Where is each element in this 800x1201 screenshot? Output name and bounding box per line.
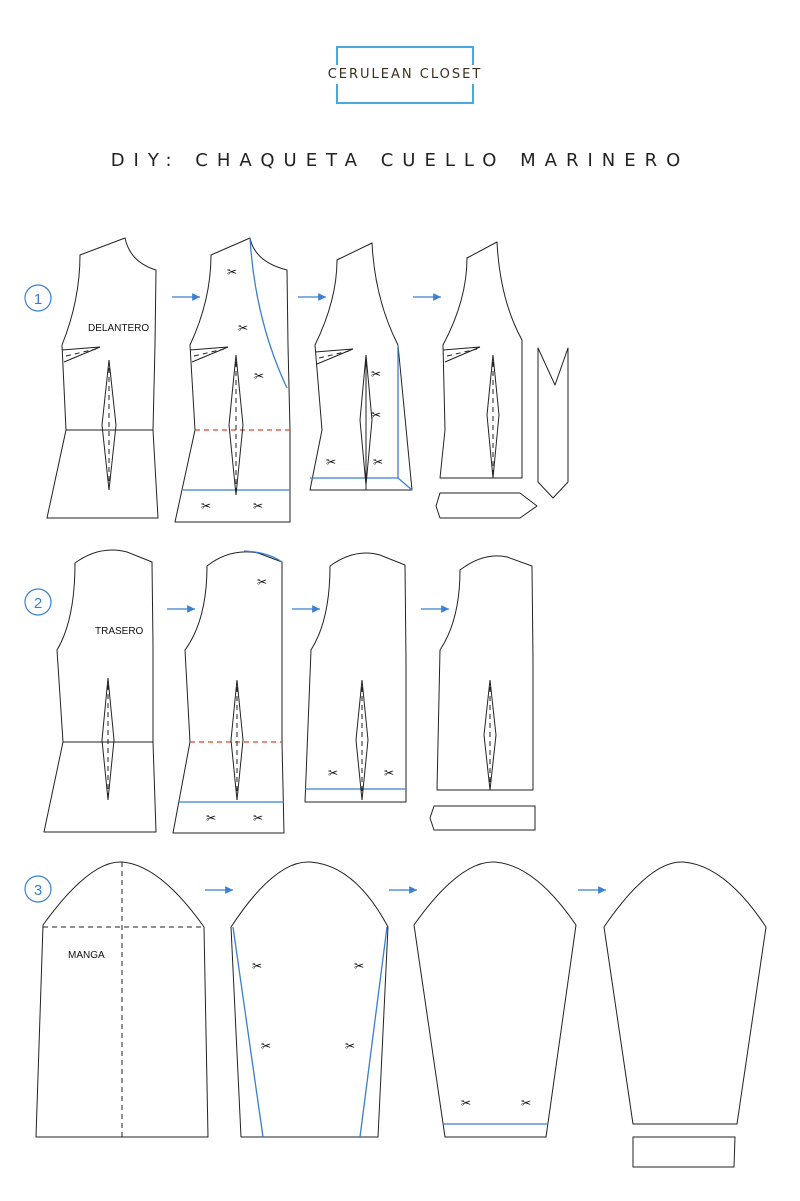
scissors-icon: ✂ <box>371 408 381 422</box>
back-piece-final <box>429 555 536 831</box>
front-piece-marked: ✂ ✂ ✂ ✂ ✂ <box>174 237 291 523</box>
sleeve-piece-label: MANGA <box>68 950 105 961</box>
step-2-number-badge: 2 <box>24 588 52 616</box>
back-piece-trimmed: ✂ ✂ <box>304 552 407 803</box>
scissors-icon: ✂ <box>253 811 263 825</box>
scissors-icon: ✂ <box>261 1039 271 1053</box>
back-piece-original: TRASERO <box>43 549 157 833</box>
scissors-icon: ✂ <box>384 766 394 780</box>
sleeve-piece-final <box>603 861 767 1168</box>
scissors-icon: ✂ <box>373 455 383 469</box>
scissors-icon: ✂ <box>201 499 211 513</box>
front-piece-original: DELANTERO <box>46 237 159 519</box>
scissors-icon: ✂ <box>206 811 216 825</box>
scissors-icon: ✂ <box>252 959 262 973</box>
front-piece-label: DELANTERO <box>88 323 149 334</box>
scissors-icon: ✂ <box>328 766 338 780</box>
brand-logo-text: CERULEAN CLOSET <box>300 65 510 84</box>
front-piece-trimmed: ✂ ✂ ✂ ✂ <box>309 242 413 491</box>
step-1-number-badge: 1 <box>24 284 52 312</box>
scissors-icon: ✂ <box>253 499 263 513</box>
collar-piece <box>537 347 569 499</box>
scissors-icon: ✂ <box>254 369 264 383</box>
scissors-icon: ✂ <box>461 1096 471 1110</box>
sleeve-piece-trimmed: ✂ ✂ <box>413 861 577 1138</box>
back-piece-marked: ✂ ✂ ✂ <box>172 550 285 834</box>
scissors-icon: ✂ <box>521 1096 531 1110</box>
sleeve-piece-original: MANGA <box>35 861 209 1138</box>
scissors-icon: ✂ <box>345 1039 355 1053</box>
scissors-icon: ✂ <box>238 321 248 335</box>
scissors-icon: ✂ <box>227 265 237 279</box>
front-piece-final <box>435 241 538 519</box>
scissors-icon: ✂ <box>257 575 267 589</box>
page-title: DIY: CHAQUETA CUELLO MARINERO <box>110 150 690 171</box>
step-3-number: 3 <box>34 882 42 899</box>
back-piece-label: TRASERO <box>95 626 144 637</box>
step-2-number: 2 <box>34 595 42 612</box>
scissors-icon: ✂ <box>354 959 364 973</box>
sleeve-piece-marked: ✂ ✂ ✂ ✂ <box>230 861 389 1138</box>
scissors-icon: ✂ <box>371 367 381 381</box>
scissors-icon: ✂ <box>326 455 336 469</box>
step-3-number-badge: 3 <box>24 875 52 903</box>
step-1-number: 1 <box>34 291 42 308</box>
